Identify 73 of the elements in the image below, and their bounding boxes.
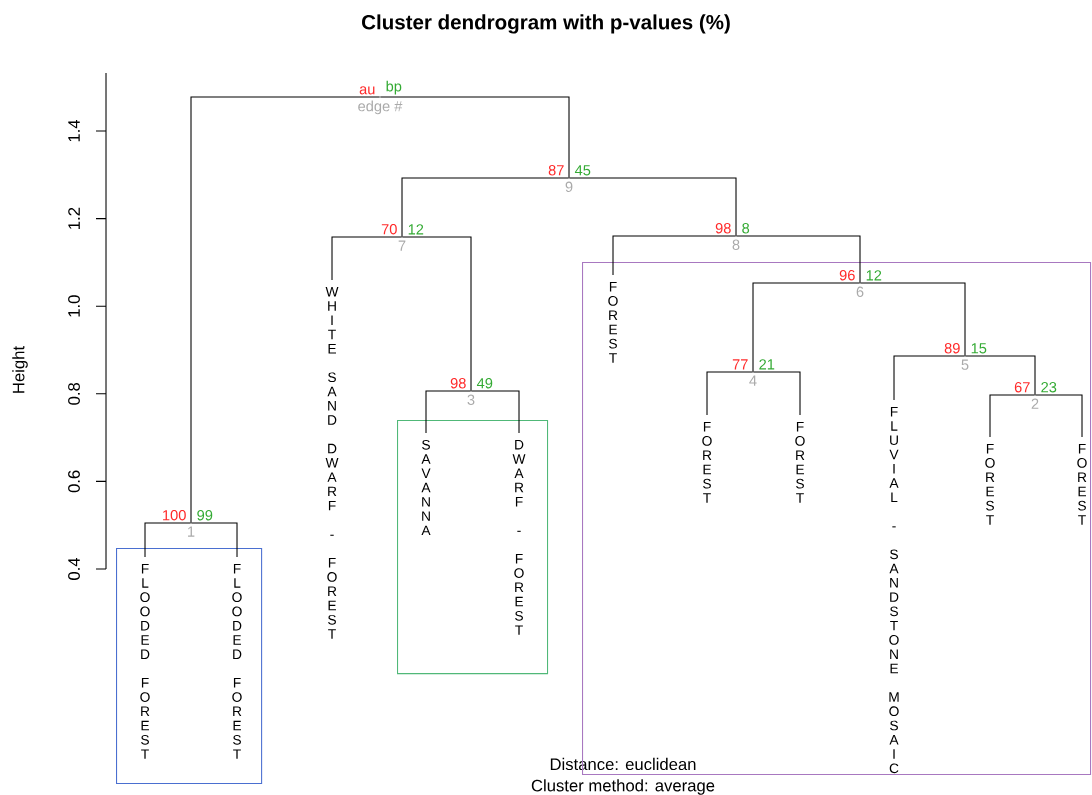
bp-value: 49 [476, 378, 493, 389]
bp-value: 99 [197, 510, 213, 521]
leaf-label: FOREST [795, 421, 805, 503]
edge-number: 6 [856, 286, 864, 297]
dendrogram-branch [190, 522, 238, 558]
bp-value: 23 [1041, 382, 1057, 393]
leaf-label: FOREST [985, 443, 995, 525]
au-value: 77 [732, 359, 748, 370]
dendrogram-branch [568, 177, 737, 237]
au-value: au [359, 86, 375, 95]
edge-number: 4 [749, 375, 757, 386]
dendrogram-branch [470, 390, 520, 434]
leaf-label: FLOODED FOREST [232, 563, 242, 759]
chart-title: Cluster dendrogram with p-values (%) [362, 14, 730, 34]
bp-value: 12 [866, 270, 882, 281]
au-value: 87 [548, 165, 564, 176]
au-value: 98 [450, 378, 466, 389]
dendrogram-branch [706, 371, 754, 416]
dendrogram-branch [859, 282, 966, 357]
leaf-label: WHITE SAND DWARF - FOREST [325, 286, 339, 639]
dendrogram-branch [401, 236, 472, 392]
highlight-rectangle [116, 548, 263, 784]
edge-number: 2 [1031, 398, 1039, 409]
tick-label: 0.4 [68, 557, 80, 580]
bp-value: 45 [574, 165, 591, 176]
dendrogram-branch [1034, 394, 1083, 438]
highlight-rectangle [397, 420, 549, 675]
bp-value: 21 [759, 359, 775, 370]
dendrogram-branch [612, 235, 737, 276]
edge-number: 1 [188, 526, 195, 537]
bp-value: 12 [408, 224, 424, 235]
tick-label: 0.8 [68, 382, 80, 405]
axis-title: Height [12, 346, 28, 393]
au-value: 70 [381, 224, 397, 235]
tick-label: 1.4 [68, 119, 80, 142]
au-value: 67 [1014, 382, 1030, 393]
caption-line: Cluster method: average [531, 779, 715, 795]
dendrogram-branch [401, 177, 570, 238]
leaf-label: DWARF - FOREST [512, 439, 526, 635]
edge-number: 3 [467, 394, 475, 405]
edge-number: edge # [358, 100, 403, 115]
dendrogram-branch [331, 236, 403, 281]
bp-value: 8 [742, 223, 750, 234]
tick-label: 0.6 [68, 470, 80, 493]
au-value: 89 [944, 343, 960, 354]
edge-number: 7 [398, 240, 406, 251]
leaf-label: FLUVIAL - SANDSTONE MOSAIC [889, 406, 899, 774]
au-value: 100 [163, 510, 186, 521]
edge-number: 5 [961, 359, 969, 370]
dendrogram-branch [989, 394, 1036, 438]
bp-value: bp [386, 80, 402, 95]
caption-line: Distance: euclidean [550, 757, 696, 771]
dendrogram-branch [735, 235, 861, 284]
dendrogram-branch [425, 390, 472, 434]
edge-number: 8 [732, 239, 740, 250]
dendrogram-branch [144, 522, 192, 558]
bp-value: 15 [971, 343, 987, 354]
leaf-label: SAVANNA [421, 439, 431, 536]
dendrogram-branch [752, 282, 861, 373]
dendrogram-branch [379, 96, 570, 179]
leaf-label: FLOODED FOREST [140, 563, 150, 759]
tick-label: 1.2 [68, 207, 80, 229]
dendrogram-branch [964, 355, 1036, 396]
tick-label: 1.0 [68, 295, 80, 317]
dendrogram-branch [752, 371, 801, 416]
au-value: 98 [715, 223, 731, 234]
dendrogram-branch [893, 355, 966, 401]
edge-number: 9 [565, 181, 573, 192]
au-value: 96 [839, 270, 855, 281]
leaf-label: FOREST [608, 281, 618, 363]
leaf-label: FOREST [1077, 443, 1087, 525]
dendrogram-branch [190, 96, 381, 524]
leaf-label: FOREST [702, 421, 712, 503]
